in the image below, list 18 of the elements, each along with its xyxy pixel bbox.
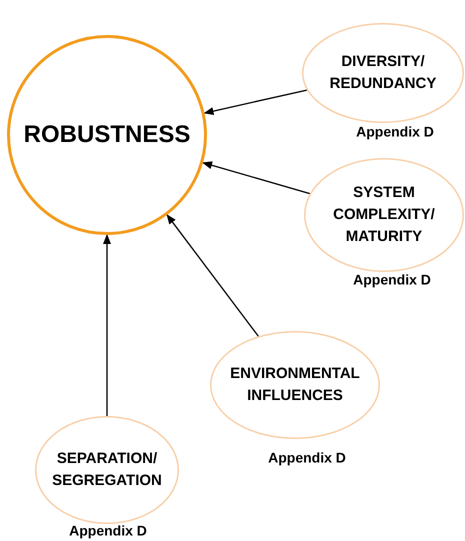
node-label: ENVIRONMENTAL INFLUENCES	[229, 364, 361, 406]
ellipse-node	[210, 331, 380, 439]
arrow	[202, 161, 310, 194]
arrow	[204, 89, 308, 116]
appendix-note: Appendix D	[353, 270, 431, 290]
arrow	[103, 234, 111, 416]
node-label: SEPARATION/ SEGREGATION	[51, 449, 163, 491]
ellipse-node	[304, 158, 464, 272]
node-label: ROBUSTNESS	[22, 120, 192, 150]
appendix-note: Appendix D	[356, 122, 434, 142]
appendix-note: Appendix D	[268, 448, 346, 468]
ellipse-node	[302, 23, 464, 123]
arrow	[166, 214, 259, 337]
node-label: DIVERSITY/ REDUNDANCY	[328, 52, 438, 94]
ellipse-node	[35, 416, 179, 524]
node-label: SYSTEM COMPLEXITY/ MATURITY	[332, 183, 436, 247]
appendix-note: Appendix D	[69, 522, 147, 540]
circle-node	[7, 35, 207, 235]
